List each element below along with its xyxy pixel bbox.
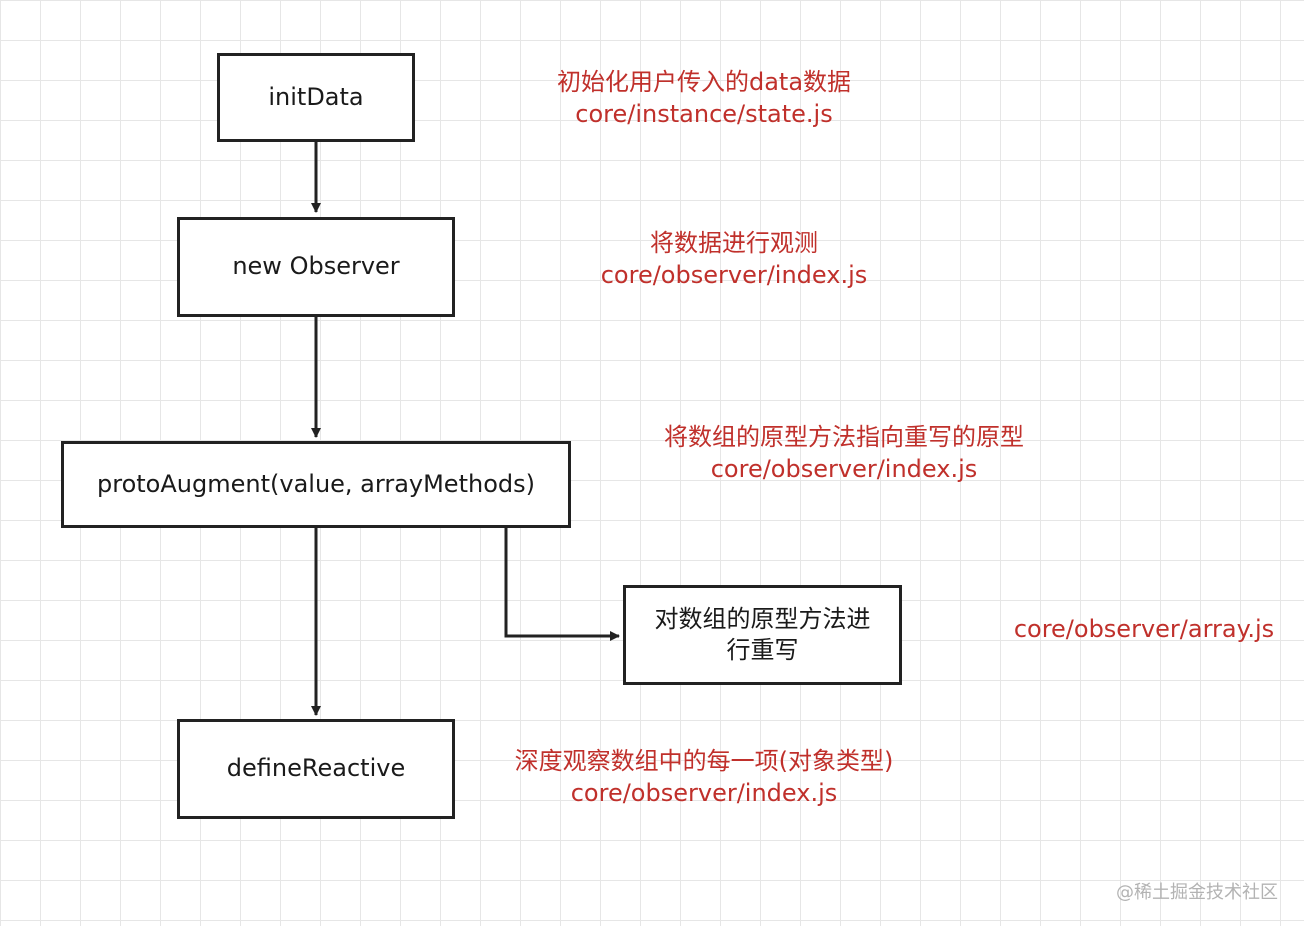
annotation-define-reactive-text: 深度观察数组中的每一项(对象类型)	[514, 747, 894, 775]
annotation-init-data-file: core/instance/state.js	[575, 100, 833, 128]
node-new-observer: new Observer	[177, 217, 455, 317]
annotation-rewrite-array-methods: core/observer/array.js	[1004, 613, 1284, 645]
annotation-rewrite-array-methods-file: core/observer/array.js	[1013, 615, 1275, 643]
node-init-data: initData	[217, 53, 415, 142]
annotation-proto-augment: 将数组的原型方法指向重写的原型 core/observer/index.js	[614, 421, 1074, 485]
annotation-new-observer-text: 将数据进行观测	[650, 229, 818, 257]
watermark: @稀土掘金技术社区	[1116, 882, 1278, 903]
arrow-protoaugment-to-rewrite	[504, 528, 620, 641]
annotation-define-reactive: 深度观察数组中的每一项(对象类型) core/observer/index.js	[484, 745, 924, 809]
node-rewrite-array-methods-line2: 行重写	[726, 636, 799, 664]
annotation-new-observer-file: core/observer/index.js	[600, 261, 868, 289]
annotation-init-data-text: 初始化用户传入的data数据	[556, 68, 852, 96]
annotation-proto-augment-text: 将数组的原型方法指向重写的原型	[664, 423, 1024, 451]
annotation-new-observer: 将数据进行观测 core/observer/index.js	[534, 227, 934, 291]
annotation-init-data: 初始化用户传入的data数据 core/instance/state.js	[504, 66, 904, 130]
node-rewrite-array-methods: 对数组的原型方法进 行重写	[623, 585, 902, 685]
node-rewrite-array-methods-line1: 对数组的原型方法进	[654, 604, 871, 633]
node-proto-augment: protoAugment(value, arrayMethods)	[61, 441, 571, 528]
annotation-define-reactive-file: core/observer/index.js	[570, 779, 838, 807]
node-define-reactive: defineReactive	[177, 719, 455, 819]
annotation-proto-augment-file: core/observer/index.js	[710, 455, 978, 483]
